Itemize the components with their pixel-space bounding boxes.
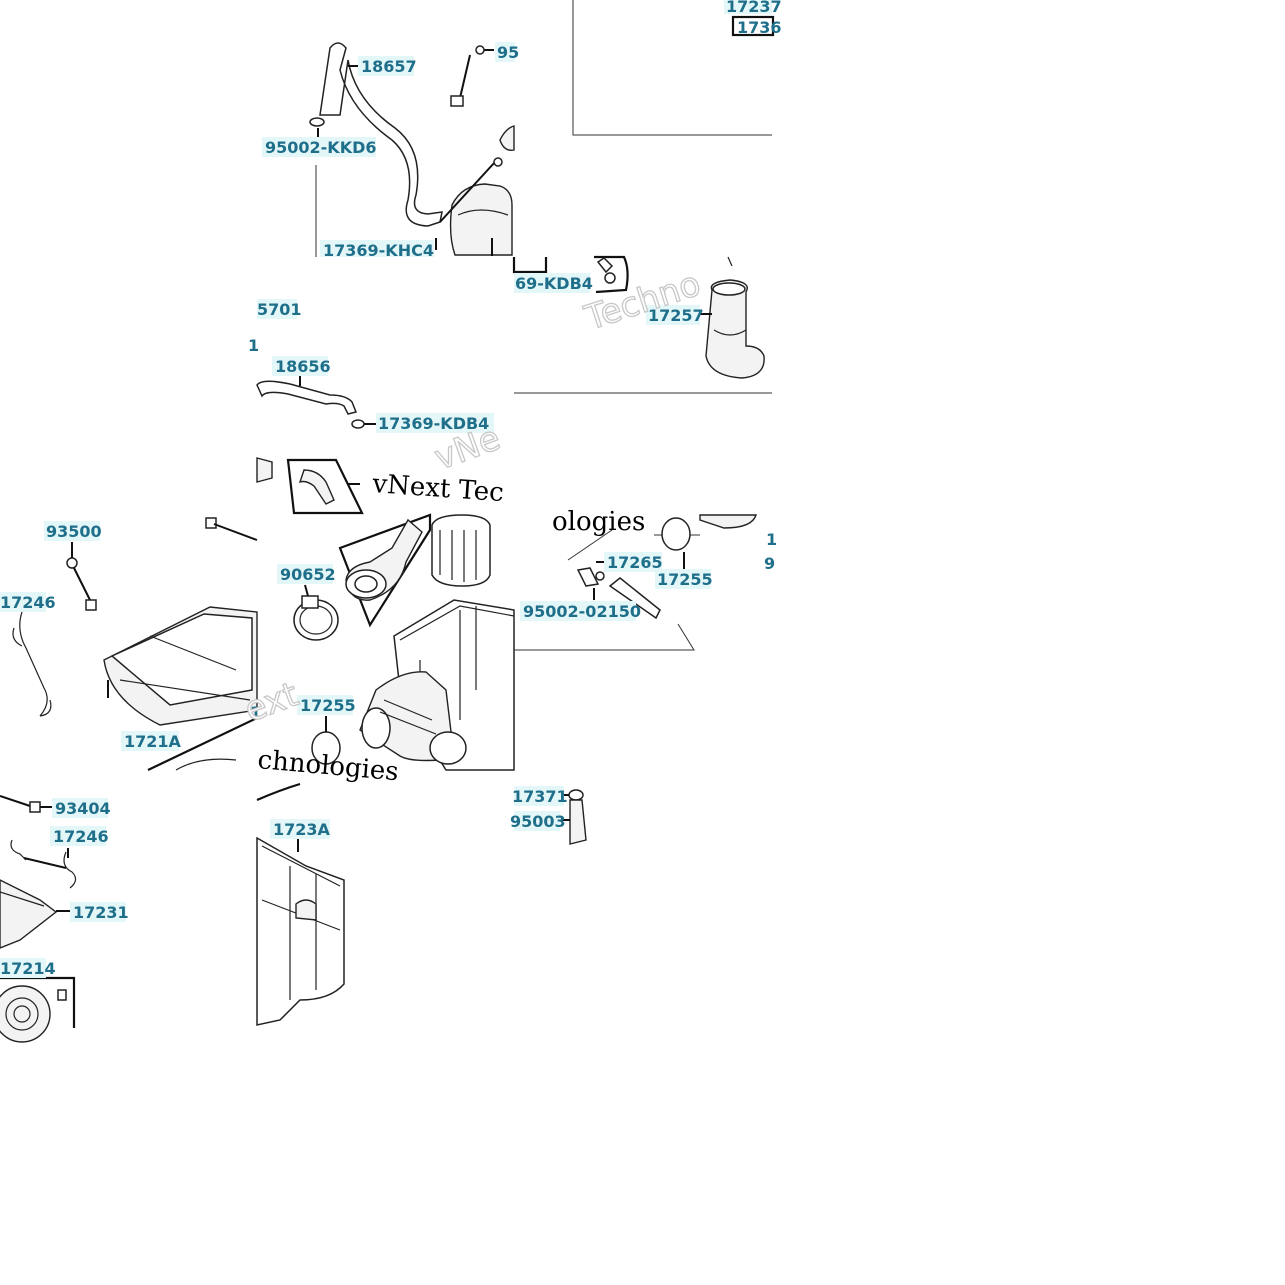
label-17231: 17231 <box>70 902 129 922</box>
label-1723A: 1723A <box>270 819 331 839</box>
watermark-chnologies: chnologies <box>256 745 399 787</box>
svg-text:17231: 17231 <box>73 903 129 922</box>
label-17369-KDB4: 17369-KDB4 <box>376 413 494 433</box>
tile-small-parts <box>514 514 757 651</box>
svg-text:17214: 17214 <box>0 959 56 978</box>
label-1-right: 1 <box>766 530 777 549</box>
drain-tube-95003 <box>569 799 587 845</box>
svg-text:9: 9 <box>764 554 775 573</box>
breather-separator <box>449 183 513 256</box>
tile-hose-18656 <box>256 376 376 515</box>
svg-text:93500: 93500 <box>46 522 102 541</box>
label-69-KDB4: 69-KDB4 <box>514 273 593 293</box>
housing-1723A <box>256 836 345 1026</box>
svg-text:17246: 17246 <box>53 827 109 846</box>
hose-18656 <box>256 380 358 415</box>
label-17246: 17246 <box>0 592 56 612</box>
svg-text:1736: 1736 <box>737 18 782 37</box>
cap-17371 <box>568 789 584 801</box>
svg-text:17255: 17255 <box>300 696 356 715</box>
label-17246-lower: 17246 <box>50 826 109 846</box>
tile-top-right-frame <box>572 0 775 136</box>
part-labels: 18657 95 95002-KKD6 17369-KHC4 17237 173… <box>0 0 782 978</box>
breather-hose-18657 <box>319 42 443 227</box>
svg-text:5701: 5701 <box>257 300 302 319</box>
watermark-techno: Techno <box>579 264 705 339</box>
label-1721A: 1721A <box>121 731 182 751</box>
svg-text:95: 95 <box>497 43 519 62</box>
svg-text:18657: 18657 <box>361 57 417 76</box>
label-17257: 17257 <box>646 305 704 325</box>
cover-17231 <box>0 879 58 949</box>
tile-filter-housing <box>256 513 515 802</box>
tile-cover-clips <box>0 795 77 1043</box>
svg-text:1721A: 1721A <box>124 732 182 751</box>
label-1-a: 1 <box>248 336 259 355</box>
label-9-right: 9 <box>764 554 775 573</box>
svg-text:93404: 93404 <box>55 799 111 818</box>
air-filter-element <box>431 514 491 587</box>
svg-text:95002-KKD6: 95002-KKD6 <box>265 138 377 157</box>
label-95002-KKD6: 95002-KKD6 <box>262 137 377 157</box>
svg-text:95003: 95003 <box>510 812 566 831</box>
label-17369-KHC4: 17369-KHC4 <box>320 240 434 260</box>
svg-text:1: 1 <box>250 703 261 722</box>
label-93500: 93500 <box>44 521 102 541</box>
svg-text:69-KDB4: 69-KDB4 <box>515 274 593 293</box>
clamp-17255-right <box>661 517 691 551</box>
svg-text:17265: 17265 <box>607 553 663 572</box>
svg-text:17237: 17237 <box>726 0 782 16</box>
tile-drain-plug <box>562 789 587 845</box>
tile-housing-1723A <box>256 836 345 1026</box>
watermark-vnext-tec: vNext Tec <box>371 469 505 508</box>
svg-text:95002-02150: 95002-02150 <box>523 602 641 621</box>
svg-text:17369-KDB4: 17369-KDB4 <box>378 414 489 433</box>
clip-17246 <box>19 611 48 717</box>
label-1-b: 1 <box>250 703 261 722</box>
svg-text:17246: 17246 <box>0 593 56 612</box>
svg-text:17371: 17371 <box>512 787 568 806</box>
label-90652: 90652 <box>277 564 336 584</box>
svg-text:1723A: 1723A <box>273 820 331 839</box>
svg-text:17369-KHC4: 17369-KHC4 <box>323 241 434 260</box>
drain-tube-17265 <box>608 577 661 620</box>
label-1736: 1736 <box>737 18 782 37</box>
tile-breather-hose <box>309 42 515 257</box>
label-95002-02150: 95002-02150 <box>520 601 641 621</box>
label-17265: 17265 <box>604 552 663 572</box>
intake-duct-17257 <box>705 279 765 379</box>
svg-text:17257: 17257 <box>648 306 704 325</box>
label-5701: 5701 <box>257 299 302 319</box>
svg-text:90652: 90652 <box>280 565 336 584</box>
label-95003: 95003 <box>510 811 566 831</box>
label-18657: 18657 <box>358 56 417 76</box>
label-93404: 93404 <box>52 798 111 818</box>
gasket-17214 <box>0 985 51 1043</box>
label-17237: 17237 <box>724 0 782 16</box>
label-17214: 17214 <box>0 958 56 978</box>
svg-text:17255: 17255 <box>657 570 713 589</box>
label-95: 95 <box>495 42 519 62</box>
svg-text:1: 1 <box>248 336 259 355</box>
clip-17246-lower <box>10 839 27 861</box>
tile-intake-duct <box>512 255 772 394</box>
svg-text:18656: 18656 <box>275 357 331 376</box>
label-17255-center: 17255 <box>297 695 356 715</box>
label-17371: 17371 <box>512 786 568 806</box>
tile-filter-cover <box>12 517 258 771</box>
label-18656: 18656 <box>272 356 331 376</box>
watermark-ologies: ologies <box>552 507 645 537</box>
label-17255-right: 17255 <box>655 569 713 589</box>
svg-text:1: 1 <box>766 530 777 549</box>
